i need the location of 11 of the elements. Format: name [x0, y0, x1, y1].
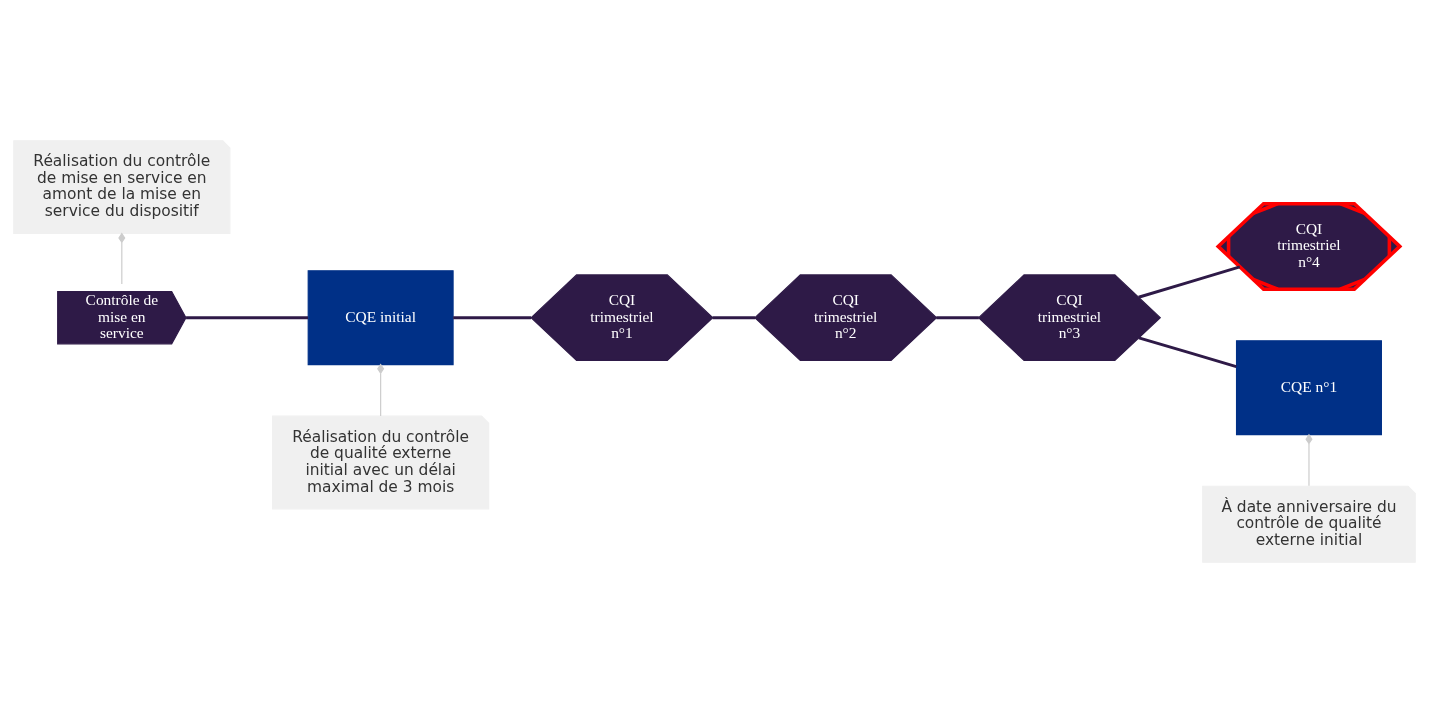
node-box: CQE n°1 — [1235, 339, 1382, 435]
connector — [118, 232, 126, 285]
connector — [377, 363, 385, 417]
node-box: CQE initial — [307, 269, 454, 365]
connector — [936, 315, 979, 319]
connector — [453, 315, 532, 319]
connector — [1305, 433, 1313, 486]
connector — [1138, 335, 1237, 368]
connector — [712, 315, 756, 319]
connector — [1138, 264, 1241, 299]
connector — [186, 315, 309, 319]
